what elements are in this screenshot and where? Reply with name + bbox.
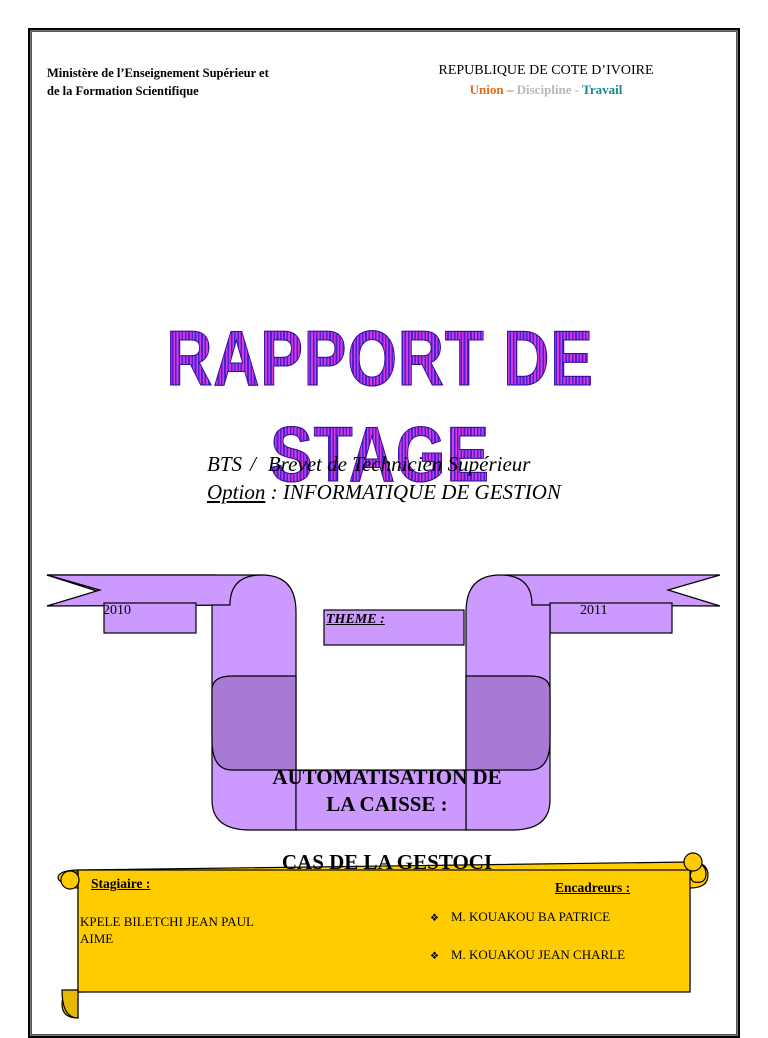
diamond-bullet-icon: ❖ — [430, 913, 439, 924]
subject-line-1: AUTOMATISATION DE — [272, 765, 502, 789]
subject-line-2: LA CAISSE : — [326, 792, 448, 816]
trainee-name-line-1: KPELE BILETCHI JEAN PAUL — [80, 914, 254, 929]
theme-label: THEME : — [326, 612, 385, 627]
report-title: RAPPORT DE STAGE — [126, 310, 634, 502]
year-start: 2010 — [103, 603, 131, 618]
diamond-bullet-icon: ❖ — [430, 951, 439, 962]
motto-union: Union — [469, 82, 504, 97]
trainee-label: Stagiaire : — [91, 876, 151, 891]
ministry-line-2: de la Formation Scientifique — [47, 84, 199, 98]
supervisor-item: ❖ M. KOUAKOU BA PATRICE — [430, 909, 610, 925]
subject-title: AUTOMATISATION DE LA CAISSE : — [228, 764, 546, 818]
supervisor-name: M. KOUAKOU JEAN CHARLE — [450, 947, 626, 962]
ribbon-center-band — [295, 769, 467, 831]
year-box-left — [103, 602, 197, 634]
people-scroll — [57, 852, 709, 1019]
trainee-name: KPELE BILETCHI JEAN PAUL AIME — [80, 913, 340, 947]
year-end: 2011 — [580, 603, 608, 618]
republic-name: REPUBLIQUE DE COTE D’IVOIRE — [438, 63, 654, 78]
supervisor-name: M. KOUAKOU BA PATRICE — [450, 909, 611, 924]
motto-sep-1: – — [503, 82, 517, 97]
option-line: Option : INFORMATIQUE DE GESTION — [207, 480, 561, 505]
ribbon-right-tail — [504, 574, 721, 607]
supervisors-label: Encadreurs : — [555, 880, 631, 895]
supervisor-item: ❖ M. KOUAKOU JEAN CHARLE — [430, 947, 625, 963]
option-label: Option — [207, 480, 266, 504]
ministry-line-1: Ministère de l’Enseignement Supérieur et — [47, 66, 269, 80]
trainee-name-line-2: AIME — [80, 931, 114, 946]
motto-travail: Travail — [582, 82, 623, 97]
degree-full: Brevet de Technicien Supérieur — [267, 452, 531, 476]
motto-discipline: Discipline — [516, 82, 572, 97]
national-motto: Union – Discipline - Travail — [422, 82, 670, 98]
degree-abbr: BTS — [207, 452, 243, 476]
ministry-name: Ministère de l’Enseignement Supérieur et… — [47, 64, 347, 100]
degree-line: BTS / Brevet de Technicien Supérieur — [207, 452, 530, 477]
case-study-title: CAS DE LA GESTOCI — [281, 850, 493, 872]
theme-box — [323, 609, 465, 646]
option-value: : INFORMATIQUE DE GESTION — [265, 480, 561, 504]
year-box-right — [549, 602, 673, 634]
motto-sep-2: - — [571, 82, 583, 97]
degree-separator: / — [250, 452, 256, 476]
